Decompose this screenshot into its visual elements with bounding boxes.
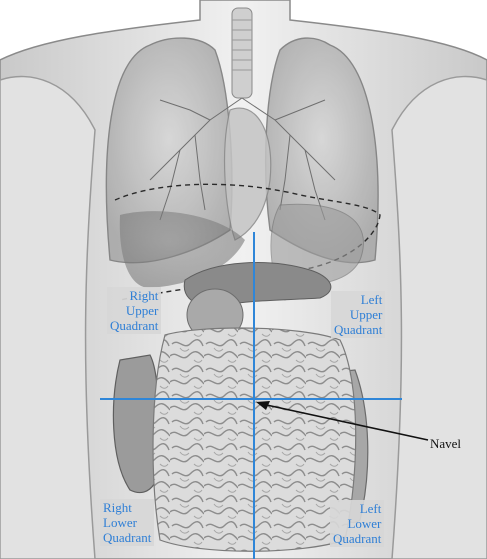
label-right-upper-quadrant: Right Upper Quadrant — [107, 287, 161, 334]
right-arm — [0, 77, 95, 559]
left-arm — [392, 77, 487, 559]
trachea — [232, 8, 252, 98]
label-left-upper-quadrant: Left Upper Quadrant — [331, 291, 385, 338]
label-right-lower-quadrant: Right Lower Quadrant — [100, 499, 154, 546]
navel-label: Navel — [430, 436, 461, 452]
label-left-lower-quadrant: Left Lower Quadrant — [330, 500, 384, 547]
